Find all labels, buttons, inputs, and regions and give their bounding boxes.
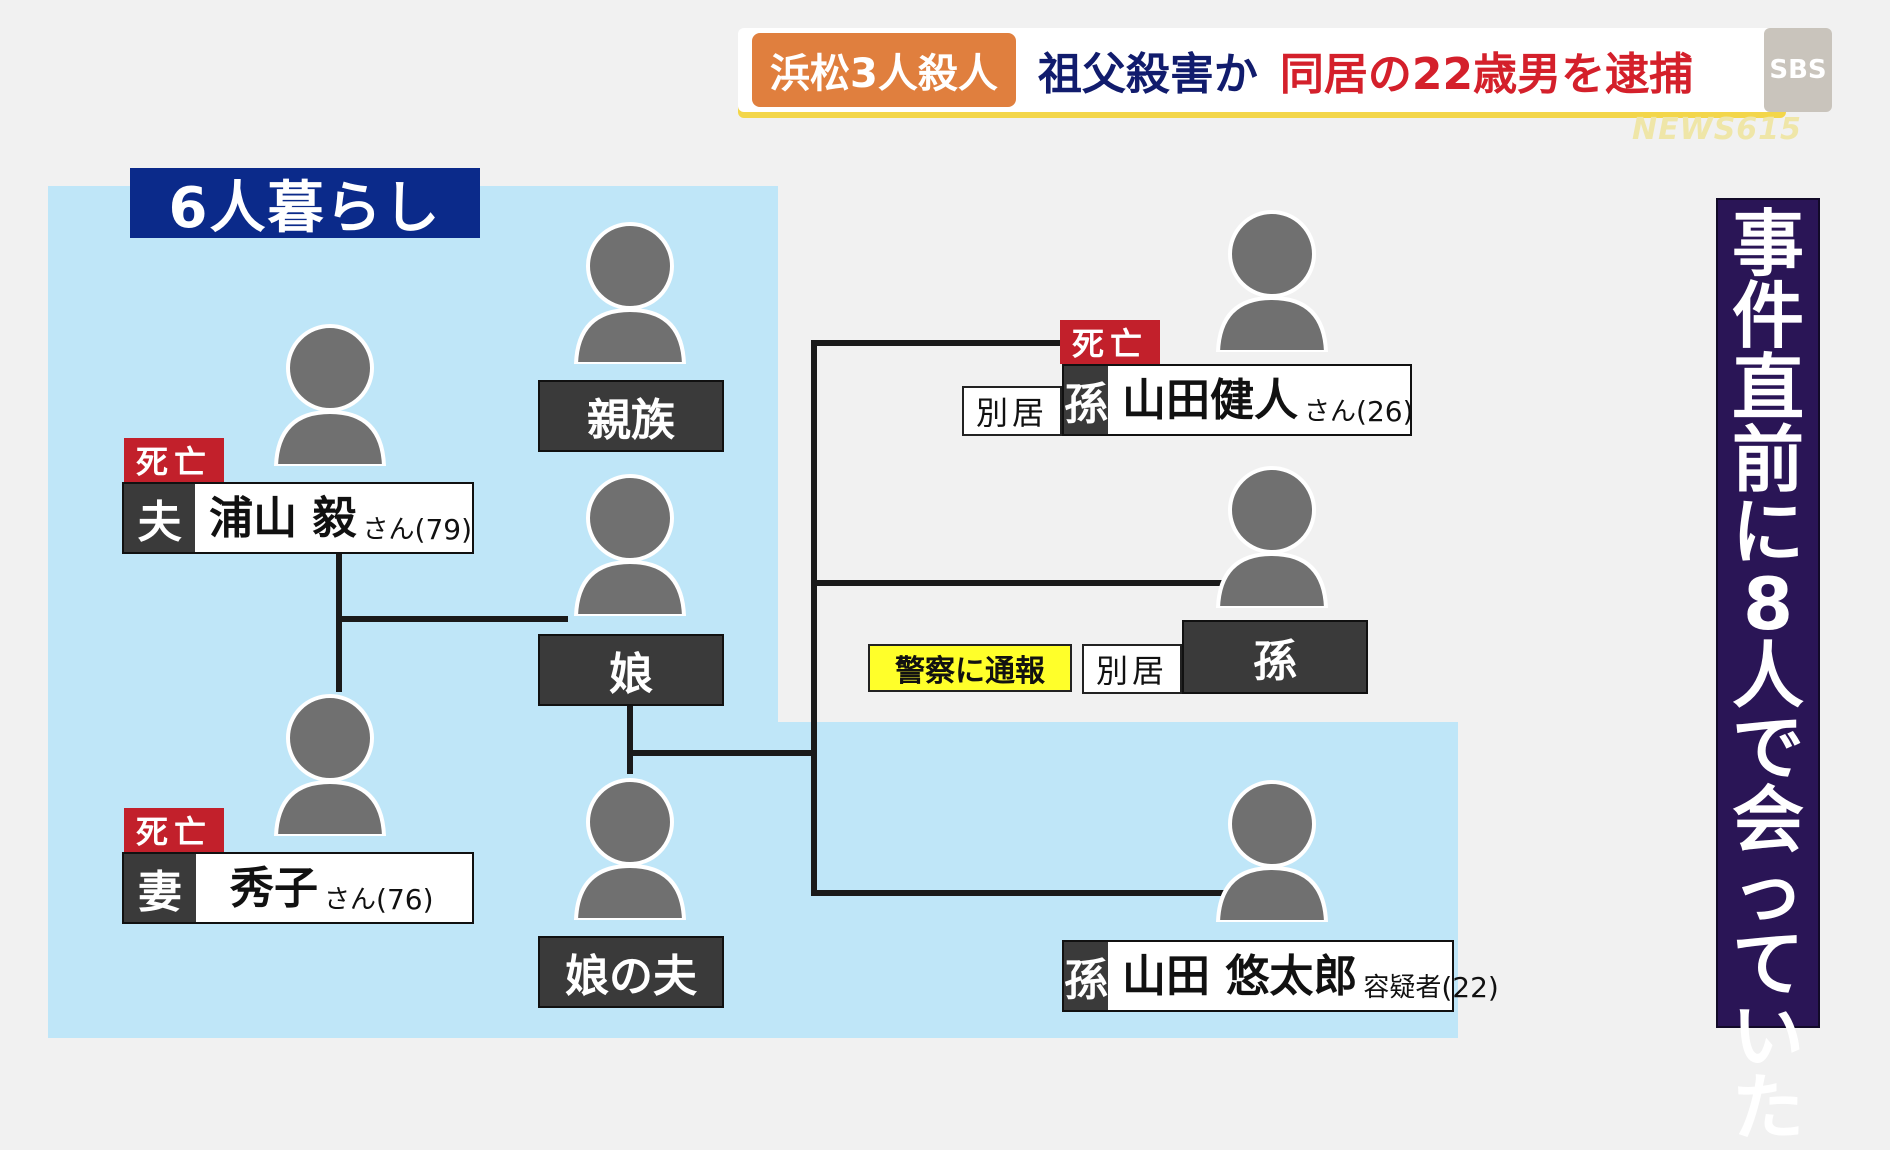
- connector-couple-to-daughter: [336, 616, 568, 622]
- person-silhouette-icon: [268, 320, 392, 466]
- age: (22): [1441, 971, 1499, 1004]
- person-silhouette-icon: [268, 690, 392, 836]
- connector-children-vertical: [811, 340, 817, 896]
- honorific: さん: [1304, 397, 1357, 427]
- person-silhouette-icon: [568, 218, 692, 364]
- relation-label: 孫: [1064, 942, 1108, 1010]
- news-program-logo: NEWS615: [1632, 112, 1802, 147]
- grandson1-namebar: 孫 山田健人さん(26): [1062, 364, 1414, 436]
- caption-char: い: [1731, 994, 1804, 1078]
- name-text: 山田健人: [1122, 375, 1298, 426]
- caption-char: 会: [1731, 778, 1804, 862]
- caption-char: で: [1731, 706, 1804, 790]
- station-logo: SBS: [1764, 28, 1832, 112]
- caption-char: 件: [1731, 274, 1804, 358]
- age: (79): [414, 513, 472, 546]
- headline-tag: 浜松3人殺人: [752, 33, 1016, 107]
- police-report-tag: 警察に通報: [868, 644, 1072, 692]
- household-title: 6人暮らし: [130, 168, 480, 241]
- person-silhouette-icon: [1210, 206, 1334, 352]
- dead-badge: 死亡: [1060, 320, 1160, 364]
- name-text: 山田 悠太郎: [1122, 951, 1358, 1002]
- caption-char: 前: [1731, 418, 1804, 502]
- grandson3-namebar: 孫 山田 悠太郎容疑者(22): [1062, 940, 1499, 1012]
- daughter-husband-label: 娘の夫: [538, 936, 724, 1008]
- connector-grandson3: [811, 890, 1241, 896]
- person-silhouette-icon: [1210, 776, 1334, 922]
- relation-label: 孫: [1064, 366, 1108, 434]
- person-name: 秀子さん(76): [196, 854, 434, 922]
- name-text: 秀子: [230, 863, 318, 914]
- daughter-label: 娘: [538, 634, 724, 706]
- caption-char: に: [1731, 490, 1804, 574]
- grandson2-label: 孫: [1182, 620, 1368, 694]
- person-name: 浦山 毅さん(79): [195, 484, 472, 552]
- caption-char: 事: [1731, 202, 1804, 286]
- age: (26): [1356, 395, 1414, 428]
- headline-bar: 浜松3人殺人 祖父殺害か 同居の22歳男を逮捕: [738, 28, 1786, 112]
- dead-badge: 死亡: [124, 438, 224, 482]
- relation-label: 妻: [124, 854, 196, 922]
- honorific: さん: [324, 885, 377, 915]
- husband-namebar: 夫 浦山 毅さん(79): [122, 482, 474, 554]
- connector-grandson1: [811, 340, 1066, 346]
- caption-char: っ: [1731, 850, 1804, 934]
- person-silhouette-icon: [568, 774, 692, 920]
- relative-label: 親族: [538, 380, 724, 452]
- headline-text-main: 祖父殺害か: [1037, 49, 1258, 100]
- connector-daughter-to-children: [627, 750, 817, 756]
- honorific: 容疑者: [1363, 973, 1442, 1003]
- relation-label: 夫: [124, 484, 196, 552]
- honorific: さん: [362, 515, 415, 545]
- person-name: 山田 悠太郎容疑者(22): [1108, 942, 1499, 1010]
- wife-namebar: 妻 秀子さん(76): [122, 852, 474, 924]
- headline-text-highlight: 同居の22歳男を逮捕: [1279, 49, 1694, 100]
- age: (76): [376, 883, 434, 916]
- name-text: 浦山 毅: [209, 493, 357, 544]
- separate-living-tag: 別居: [1082, 644, 1182, 694]
- connector-grandson2: [811, 580, 1231, 586]
- connector-couple-vertical: [336, 552, 342, 692]
- vertical-caption: 事 件 直 前 に 8 人 で 会 っ て い た: [1716, 198, 1820, 1144]
- person-silhouette-icon: [1210, 462, 1334, 608]
- person-name: 山田健人さん(26): [1108, 366, 1414, 434]
- person-silhouette-icon: [568, 470, 692, 616]
- connector-daughter-down: [627, 704, 633, 774]
- caption-char: た: [1731, 1066, 1804, 1150]
- caption-char: 8: [1742, 562, 1794, 646]
- dead-badge: 死亡: [124, 808, 224, 852]
- caption-char: 直: [1731, 346, 1804, 430]
- caption-char: 人: [1731, 634, 1804, 718]
- separate-living-tag: 別居: [962, 386, 1062, 436]
- caption-char: て: [1731, 922, 1804, 1006]
